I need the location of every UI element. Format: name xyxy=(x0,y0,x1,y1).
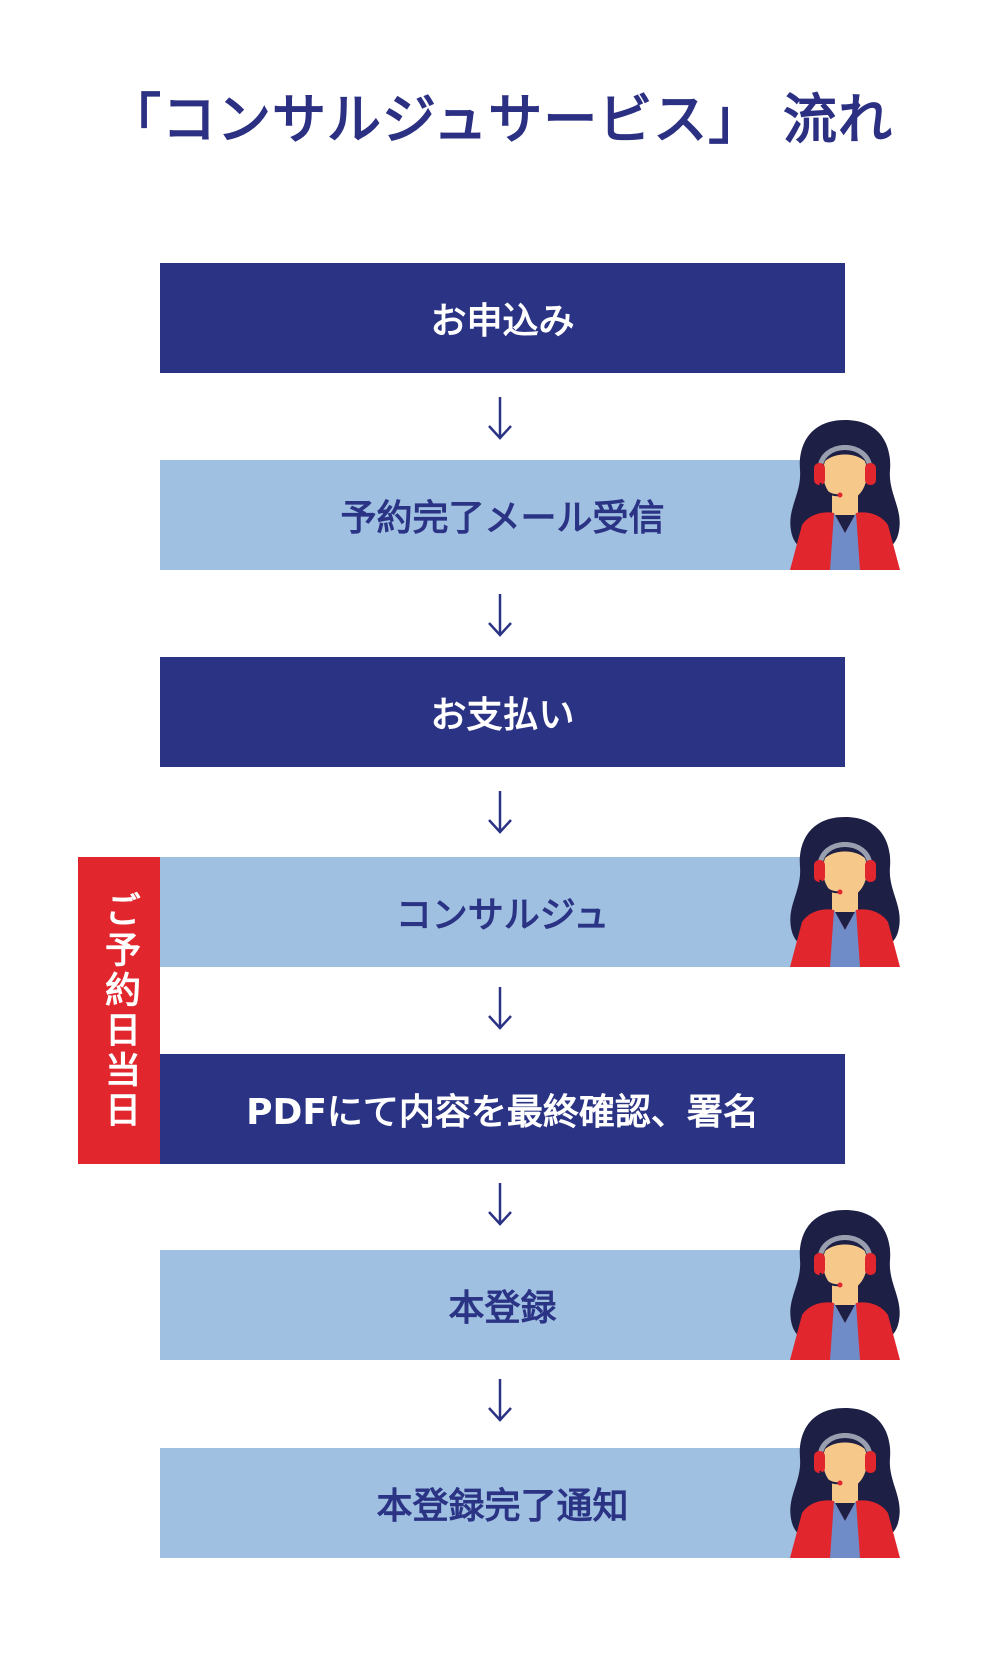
support-agent-icon xyxy=(790,420,900,570)
step-reservation-email: 予約完了メール受信 xyxy=(160,460,845,570)
step-registration-complete: 本登録完了通知 xyxy=(160,1448,845,1558)
step-consultation: コンサルジュ xyxy=(160,857,845,967)
step-label: お申込み xyxy=(430,301,575,342)
support-agent-icon xyxy=(790,817,900,967)
step-label: コンサルジュ xyxy=(395,895,610,936)
step-pdf-confirm-sign: PDFにて内容を最終確認、署名 xyxy=(160,1054,845,1164)
step-label: 本登録 xyxy=(448,1288,557,1329)
support-agent-icon xyxy=(790,1210,900,1360)
same-day-badge-label: ご予約日当日 xyxy=(99,890,140,1131)
step-label: 本登録完了通知 xyxy=(376,1486,629,1527)
support-agent-icon xyxy=(790,1408,900,1558)
same-day-badge: ご予約日当日 xyxy=(78,857,160,1164)
down-arrow-icon xyxy=(488,594,512,637)
step-label: PDFにて内容を最終確認、署名 xyxy=(246,1092,759,1133)
down-arrow-icon xyxy=(488,397,512,440)
down-arrow-icon xyxy=(488,791,512,834)
down-arrow-icon xyxy=(488,1379,512,1422)
step-label: 予約完了メール受信 xyxy=(340,498,665,539)
step-payment: お支払い xyxy=(160,657,845,767)
down-arrow-icon xyxy=(488,1183,512,1226)
page-title: 「コンサルジュサービス」 流れ xyxy=(106,88,894,151)
down-arrow-icon xyxy=(488,987,512,1030)
step-application: お申込み xyxy=(160,263,845,373)
step-registration: 本登録 xyxy=(160,1250,845,1360)
step-label: お支払い xyxy=(430,695,575,736)
